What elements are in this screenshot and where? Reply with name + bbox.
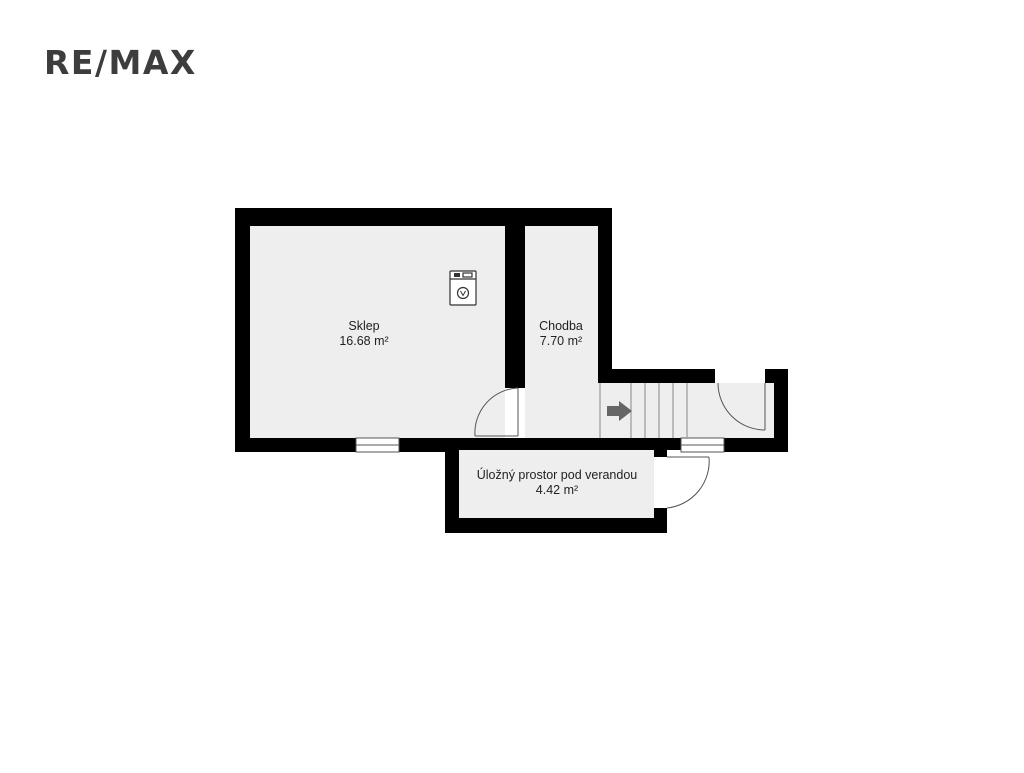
room-name-sklep: Sklep [348, 319, 379, 333]
arrow-right-icon [607, 401, 632, 421]
room-name-chodba: Chodba [539, 319, 583, 333]
door-ulozny [666, 456, 710, 509]
remax-logo: RE/MAX [44, 43, 197, 82]
room-area-chodba: 7.70 m² [540, 334, 582, 348]
room-area-ulozny: 4.42 m² [536, 483, 578, 497]
walls [235, 208, 788, 533]
wall-sklep-bottom-right [399, 438, 459, 452]
wall-ulozny-bottom [445, 518, 667, 533]
wall-chodba-right [598, 208, 612, 383]
doors [474, 382, 766, 509]
wall-entry-bottom-right [724, 438, 788, 452]
floor-ulozny [459, 450, 654, 518]
room-labels: Sklep 16.68 m² Chodba 7.70 m² Úložný pro… [339, 319, 637, 497]
wall-sklep-chodba [505, 208, 525, 388]
wall-sklep-bottom-left [235, 438, 356, 452]
floor-chodba [525, 223, 598, 438]
wall-stairs-top [598, 369, 715, 383]
wall-chodba-bottom [445, 438, 681, 450]
room-name-ulozny: Úložný prostor pod verandou [477, 467, 638, 482]
wall-right [774, 369, 788, 452]
door-entry [717, 382, 766, 431]
wall-left [235, 208, 250, 452]
room-area-sklep: 16.68 m² [339, 334, 388, 348]
windows [355, 437, 725, 453]
wall-ulozny-right-top [654, 438, 667, 457]
wall-ulozny-left [445, 438, 459, 533]
floor-sklep [249, 226, 505, 438]
floor-entry [688, 383, 774, 438]
wall-ulozny-right-bottom [654, 508, 667, 533]
washing-machine-icon [449, 270, 477, 306]
door-sklep [474, 387, 519, 437]
wall-top [235, 208, 612, 226]
